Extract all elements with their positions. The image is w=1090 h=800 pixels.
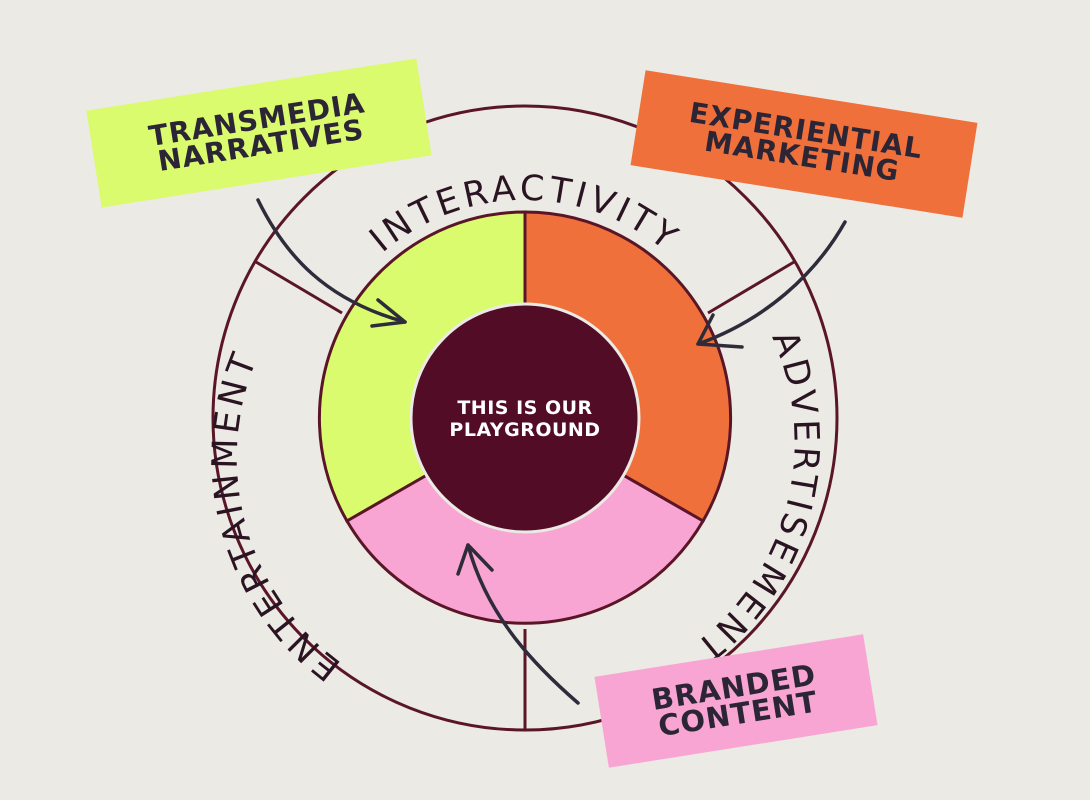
arrowhead-transmedia [370,298,407,328]
center-title-line2: PLAYGROUND [449,419,600,441]
arrow-experiential [696,220,847,346]
arrow-transmedia [256,198,407,324]
center-circle [409,302,641,534]
arrowhead-experiential [696,313,744,349]
center-title-line1: THIS IS OUR [457,397,592,419]
arrow-branded [466,543,580,705]
arrowhead-branded [456,543,494,576]
ring-divider-right [707,260,795,315]
ring-divider-left [255,260,343,315]
